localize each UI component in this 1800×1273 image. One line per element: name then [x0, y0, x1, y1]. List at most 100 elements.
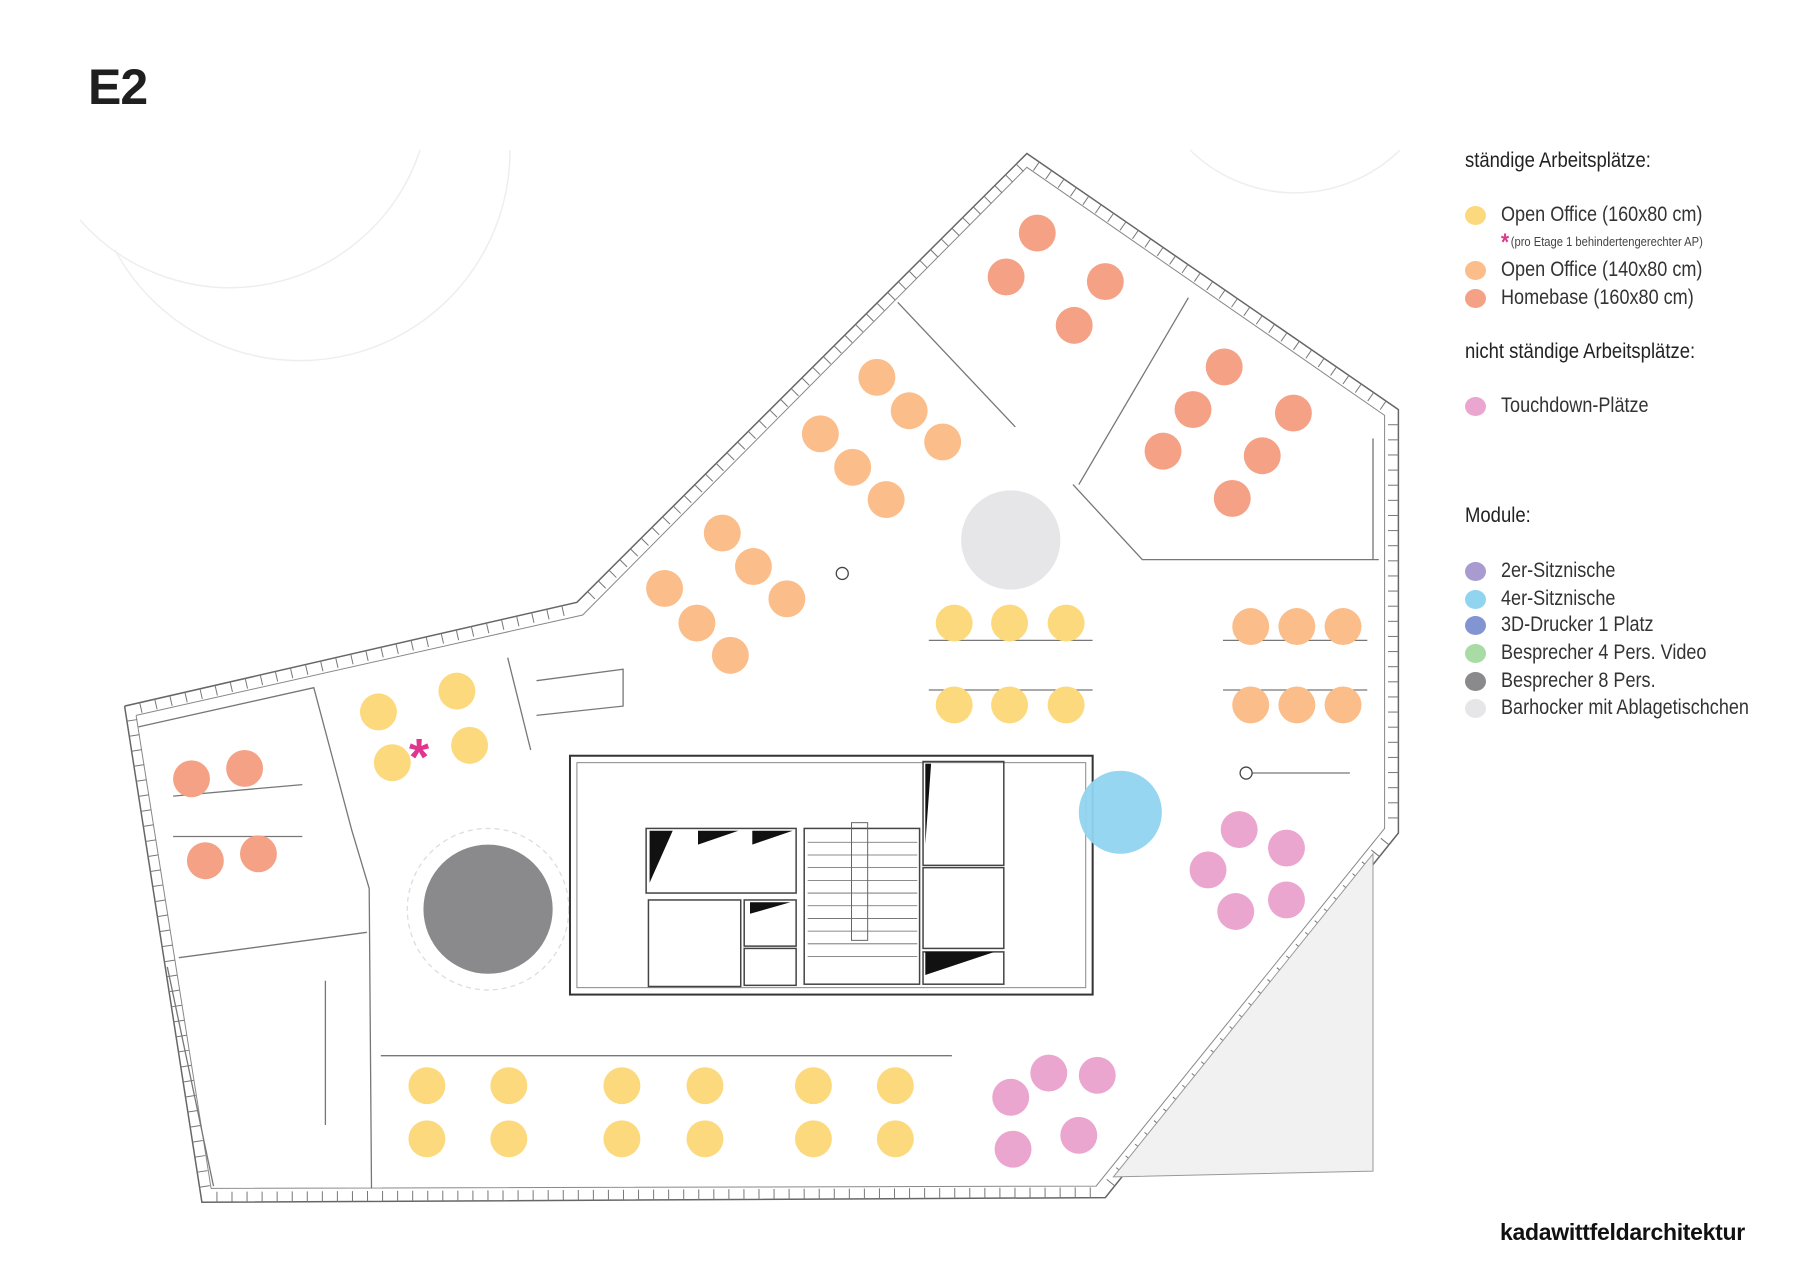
open-office-140-seat: [1324, 686, 1362, 724]
facade-mullion: [1181, 264, 1189, 274]
facade-mullion: [758, 420, 767, 429]
terrace-hatch: [1112, 852, 1374, 1178]
legend-label: Barhocker mit Ablagetischchen: [1501, 696, 1749, 719]
facade-mullion: [164, 959, 175, 963]
facade-mullion: [1169, 255, 1176, 265]
facade-mullion: [1144, 238, 1152, 248]
wall-line: [1072, 484, 1379, 561]
facade-mullion: [587, 591, 596, 600]
core-room: [743, 899, 797, 947]
core-room: [922, 760, 1005, 867]
legend-label: Besprecher 8 Pers.: [1501, 669, 1656, 692]
facade-mullion: [1094, 204, 1102, 214]
open-office-140-seat: [1232, 608, 1270, 645]
facade-mullion: [410, 640, 414, 651]
facade-mullion: [972, 206, 982, 215]
facade-mullion: [244, 678, 249, 689]
touchdown-seat: [994, 1130, 1032, 1168]
facade-mullion: [1005, 174, 1014, 183]
legend-label: 4er-Sitznische: [1501, 587, 1616, 610]
seats: [173, 214, 1362, 1168]
salmon-dot-icon: [1465, 288, 1486, 308]
open-office-160-seat: [1047, 604, 1085, 642]
touchdown-seat: [1078, 1056, 1116, 1094]
legend-label: 2er-Sitznische: [1501, 559, 1616, 582]
facade-mullion: [131, 749, 142, 752]
facade-mullion: [171, 1004, 182, 1008]
facade-mullion: [335, 657, 339, 668]
open-office-140-seat: [1278, 686, 1316, 724]
facade-mullion: [694, 484, 703, 493]
building-core: [568, 754, 1094, 996]
open-office-140-seat: [768, 580, 806, 618]
facade-mullion: [1107, 212, 1114, 223]
facade-mullion: [1057, 178, 1065, 188]
homebase-seat: [1018, 214, 1056, 252]
legend-note-text: (pro Etage 1 behindertengerechter AP): [1510, 234, 1703, 249]
facade-mullion: [683, 495, 692, 504]
core-outline: [568, 754, 1094, 996]
shaft-fill: [750, 902, 791, 914]
legend-item-touchdown: Touchdown-Plätze: [1465, 394, 1673, 418]
bar-stool-module: [961, 490, 1061, 590]
facade-mullion: [259, 674, 264, 686]
facade-mullion: [184, 692, 188, 703]
facade-mullion: [455, 629, 460, 641]
legend-item-module: Besprecher 8 Pers.: [1465, 669, 1681, 693]
facade-mullion: [136, 779, 147, 782]
facade-mullion: [737, 441, 746, 450]
facade-mullion: [865, 313, 874, 322]
open-office-160-seat: [794, 1120, 832, 1158]
facade-mullion: [178, 1049, 189, 1053]
facade-mullion: [470, 626, 475, 637]
facade-mullion: [192, 1140, 203, 1143]
facade-mullion: [350, 654, 354, 665]
facade-mullion: [1317, 358, 1325, 368]
facade-mullion: [887, 292, 896, 301]
open-office-160-seat: [603, 1067, 641, 1105]
open-office-140-seat: [867, 481, 905, 519]
open-office-160-seat: [408, 1120, 446, 1158]
open-office-160-seat: [686, 1120, 724, 1158]
facade-mullion: [147, 854, 159, 857]
facade-mullion: [1268, 323, 1275, 334]
open-office-140-seat: [646, 569, 684, 607]
facade-mullion: [1380, 837, 1390, 846]
facade-mullion: [1305, 349, 1313, 359]
open-office-160-seat: [876, 1120, 914, 1158]
facade-mullion: [485, 622, 490, 634]
touchdown-seat: [1217, 893, 1255, 930]
facade-mullion: [780, 398, 789, 407]
facade-mullion: [143, 824, 154, 827]
facade-mullion: [365, 650, 369, 661]
open-office-160-seat: [451, 726, 489, 764]
open-office-140-seat: [711, 636, 749, 674]
open-office-160-seat: [686, 1067, 724, 1105]
wall-line: [897, 301, 1016, 428]
facade-mullion: [1354, 383, 1362, 393]
facade-mullion: [440, 633, 445, 644]
legend-item-open-office-140: Open Office (140x80 cm): [1465, 258, 1735, 282]
open-office-160-seat: [603, 1120, 641, 1158]
facade-mullion: [561, 605, 565, 616]
open-office-160-seat: [490, 1120, 528, 1158]
accessible-workplace-marker: *: [409, 729, 430, 787]
legend-label: Homebase (160x80 cm): [1501, 286, 1694, 309]
facade-mullion: [154, 899, 166, 903]
facade-mullion: [908, 270, 917, 279]
legend-heading-permanent: ständige Arbeitsplätze:: [1465, 149, 1651, 172]
facade-mullion: [150, 869, 161, 872]
open-office-140-seat: [1324, 608, 1362, 645]
facade-mullion: [1106, 1178, 1116, 1187]
open-office-160-seat: [1047, 686, 1085, 724]
homebase-seat: [1243, 437, 1281, 475]
facade-mullion: [662, 516, 671, 525]
facade-mullion: [608, 569, 617, 578]
facade-mullion: [1156, 247, 1164, 257]
facade-mullion: [305, 664, 309, 675]
open-office-140-seat: [801, 415, 839, 453]
touchdown-seat: [1030, 1054, 1068, 1092]
facade-mullion: [380, 647, 384, 658]
stair-well: [851, 822, 869, 941]
homebase-seat: [987, 258, 1025, 296]
